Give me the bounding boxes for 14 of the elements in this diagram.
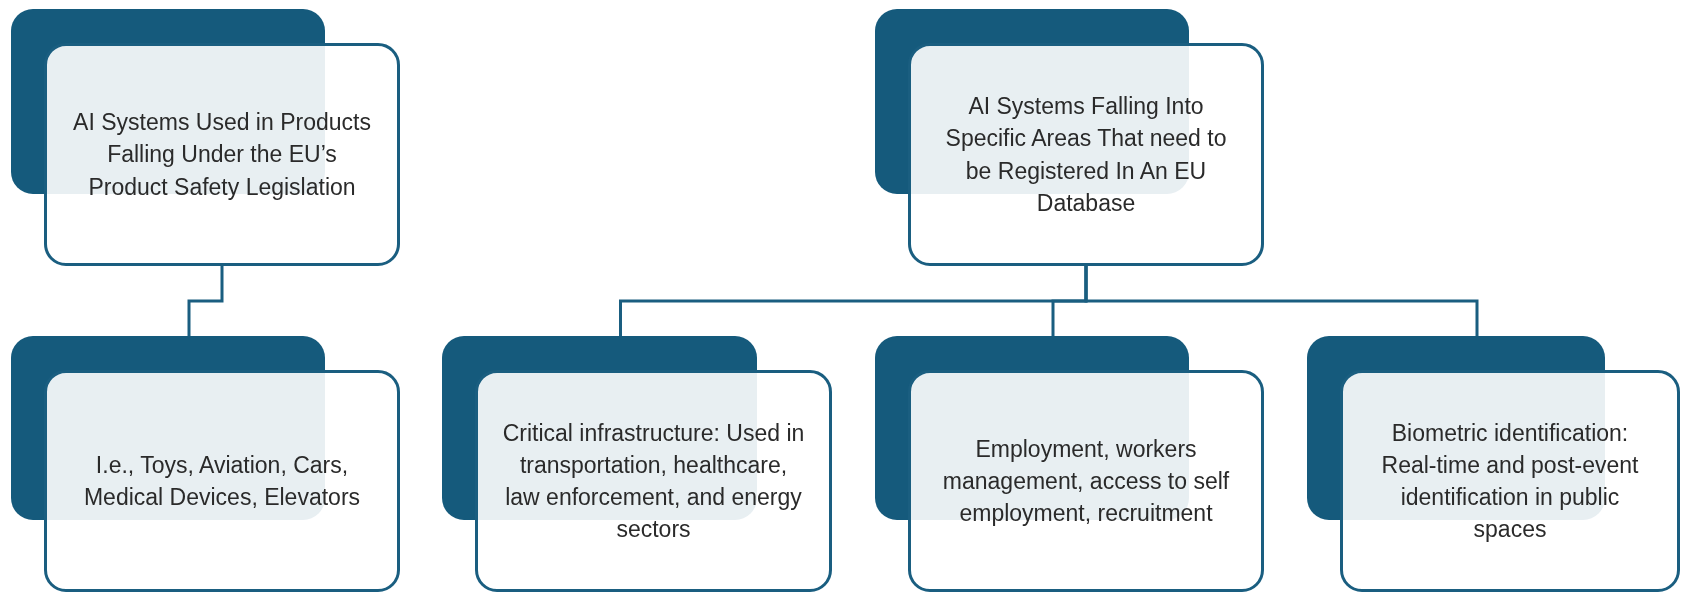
connector-line [1084, 266, 1479, 336]
card-text: Employment, workers management, access to self employment, recruitment [941, 434, 1231, 529]
card-text: Critical infrastructure: Used in transportation, healthcare, law enforcement, and energy sectors [502, 418, 805, 545]
card-text: AI Systems Falling Into Specific Areas That need to be Registered In An EU Database [944, 92, 1228, 218]
stacked-card [1307, 336, 1680, 592]
connector-line [187, 266, 224, 336]
card-text: AI Systems Used in Products Falling Under the EU’s Product Safety Legislation [72, 108, 372, 202]
card-text: I.e., Toys, Aviation, Cars, Medical Devices, Elevators [82, 450, 362, 512]
card-text: Biometric identification: Real-time and post-event identification in public spaces [1380, 418, 1640, 545]
stacked-card [442, 336, 832, 592]
stacked-card [875, 9, 1264, 266]
stacked-card [875, 336, 1264, 592]
stacked-card [11, 336, 400, 592]
stacked-card [11, 9, 400, 266]
